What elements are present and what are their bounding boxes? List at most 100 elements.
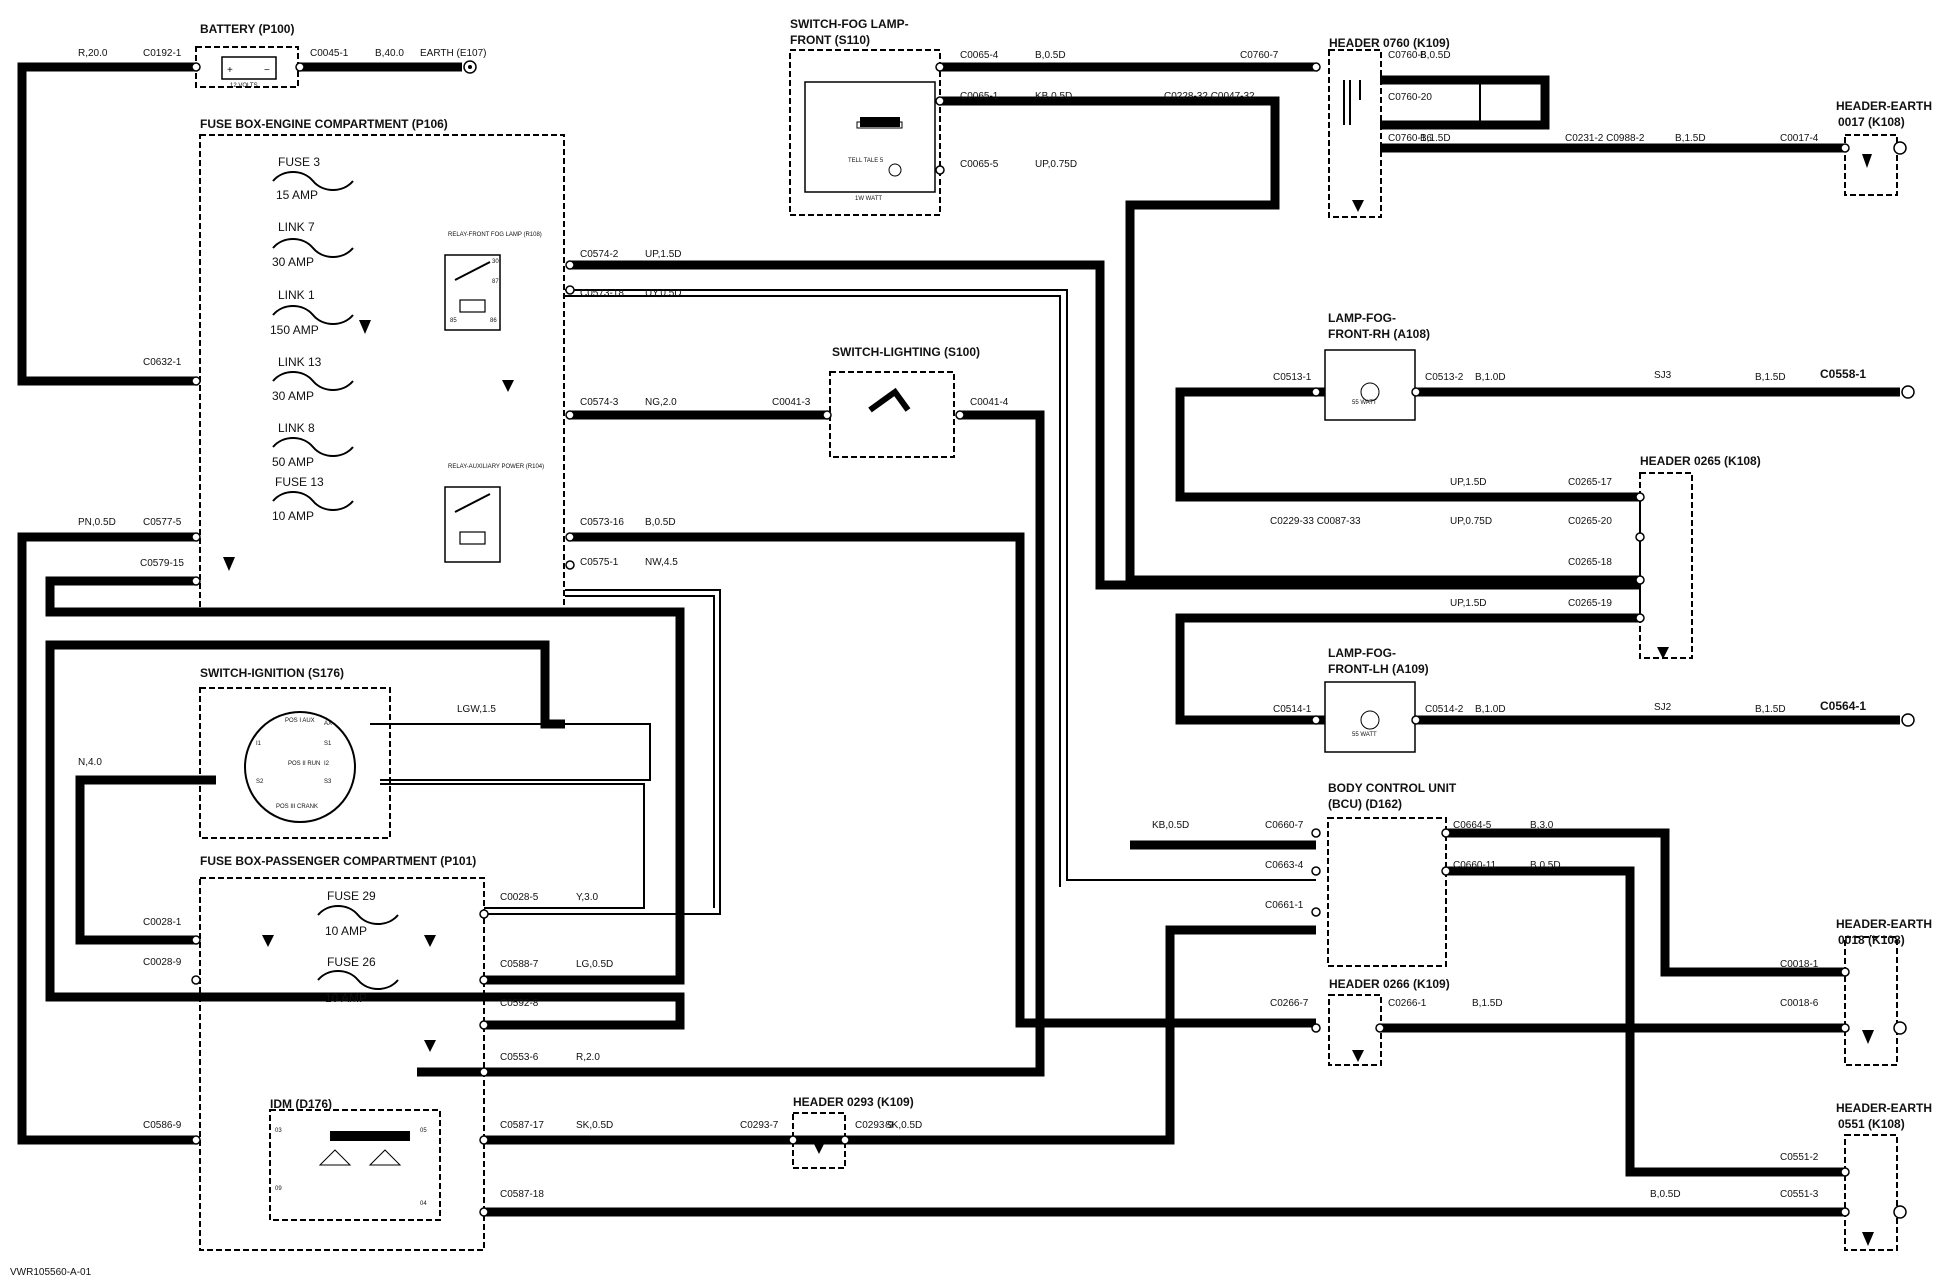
pin-03: 03 bbox=[275, 1128, 282, 1134]
fuse26-name: FUSE 26 bbox=[327, 955, 376, 969]
conn-c0513-2: C0513-2 bbox=[1425, 372, 1464, 383]
fog-switch-box bbox=[789, 49, 941, 216]
fuse29-name: FUSE 29 bbox=[327, 889, 376, 903]
header-earth-0551-title-1: HEADER-EARTH bbox=[1836, 1101, 1932, 1115]
header-0760-box bbox=[1328, 49, 1382, 218]
wire-b15e: B,1.5D bbox=[1472, 998, 1503, 1009]
pin-i2: I2 bbox=[324, 761, 330, 767]
header-earth-0018-title-1: HEADER-EARTH bbox=[1836, 917, 1932, 931]
switch-ignition-title: SWITCH-IGNITION (S176) bbox=[200, 666, 344, 680]
component-titles: BATTERY (P100) EARTH (E107) FUSE BOX-ENG… bbox=[10, 17, 1932, 1278]
link7-rating: 30 AMP bbox=[272, 255, 314, 269]
wire-sk05a: SK,0.5D bbox=[576, 1120, 613, 1131]
fuse13-rating: 10 AMP bbox=[272, 509, 314, 523]
conn-c0551-2: C0551-2 bbox=[1780, 1152, 1819, 1163]
idm-box bbox=[269, 1109, 441, 1221]
conn-c0028-1: C0028-1 bbox=[143, 917, 182, 928]
conn-c0760-8: C0760-8 bbox=[1388, 50, 1427, 61]
conn-c0760-20: C0760-20 bbox=[1388, 92, 1432, 103]
wire-b40: B,40.0 bbox=[375, 48, 404, 59]
link1-rating: 150 AMP bbox=[270, 323, 319, 337]
wire-up15c: UP,1.5D bbox=[1450, 598, 1487, 609]
pin-s1: S1 bbox=[324, 741, 332, 747]
fuse-box-passenger-title: FUSE BOX-PASSENGER COMPARTMENT (P101) bbox=[200, 854, 476, 868]
lamp-fog-lh-box bbox=[1324, 681, 1416, 753]
ground-symbols bbox=[223, 154, 1874, 1246]
link8-name: LINK 8 bbox=[278, 421, 315, 435]
wire-b05d: B,0.5D bbox=[1530, 860, 1561, 871]
relay-aux-power bbox=[444, 486, 501, 563]
header-earth-0017-title-2: 0017 (K108) bbox=[1838, 115, 1905, 129]
pin-05: 05 bbox=[420, 1128, 427, 1134]
relay-aux-title: RELAY-AUXILIARY POWER (R104) bbox=[448, 464, 544, 470]
svg-text:−: − bbox=[264, 65, 270, 76]
wire-b05a: B,0.5D bbox=[1035, 50, 1066, 61]
switch-lighting-box bbox=[829, 371, 955, 458]
wire-r20: R,20.0 bbox=[78, 48, 108, 59]
header-earth-0017-box bbox=[1844, 134, 1898, 196]
conn-c0553-6: C0553-6 bbox=[500, 1052, 539, 1063]
wire-up15b: UP,1.5D bbox=[1450, 477, 1487, 488]
fuse-box-passenger bbox=[199, 877, 485, 1251]
fuse3-name: FUSE 3 bbox=[278, 155, 320, 169]
wire-labels: R,20.0 B,40.0 B,0.5D KB,0.5D UP,0.75D B,… bbox=[78, 48, 1786, 1200]
wire-sk05b: SK,0.5D bbox=[885, 1120, 922, 1131]
lamp-fog-rh-title-1: LAMP-FOG- bbox=[1328, 311, 1396, 325]
fuse-symbols bbox=[272, 171, 399, 990]
wire-b05e: B,0.5D bbox=[1650, 1189, 1681, 1200]
conn-c0575-1: C0575-1 bbox=[580, 557, 619, 568]
ignition-pos-aux: POS I AUX bbox=[285, 718, 315, 724]
conn-c0574-3: C0574-3 bbox=[580, 397, 619, 408]
conn-c0028-9: C0028-9 bbox=[143, 957, 182, 968]
conn-c0018-6: C0018-6 bbox=[1780, 998, 1819, 1009]
conn-c0588-7: C0588-7 bbox=[500, 959, 539, 970]
pin-30: 30 bbox=[492, 259, 499, 265]
conn-c0573-16: C0573-16 bbox=[580, 517, 624, 528]
fog-switch-title-1: SWITCH-FOG LAMP- bbox=[790, 17, 909, 31]
pin-09: 09 bbox=[275, 1186, 282, 1192]
bcu-title-1: BODY CONTROL UNIT bbox=[1328, 781, 1457, 795]
fuse-box-engine-title: FUSE BOX-ENGINE COMPARTMENT (P106) bbox=[200, 117, 448, 131]
conn-c0228-c0047: C0228-32 C0047-32 bbox=[1164, 91, 1255, 102]
wire-b05c: B,0.5D bbox=[645, 517, 676, 528]
header-0760-title: HEADER 0760 (K109) bbox=[1329, 36, 1450, 50]
header-0293-title: HEADER 0293 (K109) bbox=[793, 1095, 914, 1109]
conn-c0017-4: C0017-4 bbox=[1780, 133, 1819, 144]
conn-c0065-1: C0065-1 bbox=[960, 91, 999, 102]
wire-b30: B,3.0 bbox=[1530, 820, 1554, 831]
wire-n40: N,4.0 bbox=[78, 757, 102, 768]
conn-c0293-9: C0293-9 bbox=[855, 1120, 894, 1131]
battery-title: BATTERY (P100) bbox=[200, 22, 294, 36]
conn-c0041-3: C0041-3 bbox=[772, 397, 811, 408]
wire-lg05: LG,0.5D bbox=[576, 959, 613, 970]
pin-s3: S3 bbox=[324, 779, 332, 785]
wire-b10b: B,1.0D bbox=[1475, 704, 1506, 715]
conn-c0661-1: C0661-1 bbox=[1265, 900, 1304, 911]
wire-ng20: NG,2.0 bbox=[645, 397, 677, 408]
relay-fog-lamp bbox=[444, 254, 501, 331]
conn-c0045-1: C0045-1 bbox=[310, 48, 349, 59]
conn-c0065-4: C0065-4 bbox=[960, 50, 999, 61]
conn-c0065-5: C0065-5 bbox=[960, 159, 999, 170]
conn-c0229-c0087: C0229-33 C0087-33 bbox=[1270, 516, 1361, 527]
wire-b15c: B,1.5D bbox=[1755, 372, 1786, 383]
conn-c0231-c0988: C0231-2 C0988-2 bbox=[1565, 133, 1645, 144]
conn-c0587-18: C0587-18 bbox=[500, 1189, 544, 1200]
wire-b10a: B,1.0D bbox=[1475, 372, 1506, 383]
fuse-labels: FUSE 3 15 AMP LINK 7 30 AMP LINK 1 150 A… bbox=[270, 155, 376, 1005]
link13-name: LINK 13 bbox=[278, 355, 322, 369]
conn-c0564-1: C0564-1 bbox=[1820, 699, 1866, 713]
header-earth-0551-box bbox=[1844, 1134, 1898, 1251]
component-internals: + − 12 VOLTS bbox=[221, 56, 1380, 1166]
header-earth-0018-box bbox=[1844, 936, 1898, 1066]
wire-y30: Y,3.0 bbox=[576, 892, 598, 903]
conn-c0514-2: C0514-2 bbox=[1425, 704, 1464, 715]
conn-c0192-1: C0192-1 bbox=[143, 48, 182, 59]
conn-c0041-4: C0041-4 bbox=[970, 397, 1009, 408]
conn-c0632-1: C0632-1 bbox=[143, 357, 182, 368]
conn-c0265-20: C0265-20 bbox=[1568, 516, 1612, 527]
ignition-pos-crank: POS III CRANK bbox=[276, 804, 318, 810]
conn-c0586-9: C0586-9 bbox=[143, 1120, 182, 1131]
wire-uy05: UY,0.5D bbox=[645, 288, 682, 299]
